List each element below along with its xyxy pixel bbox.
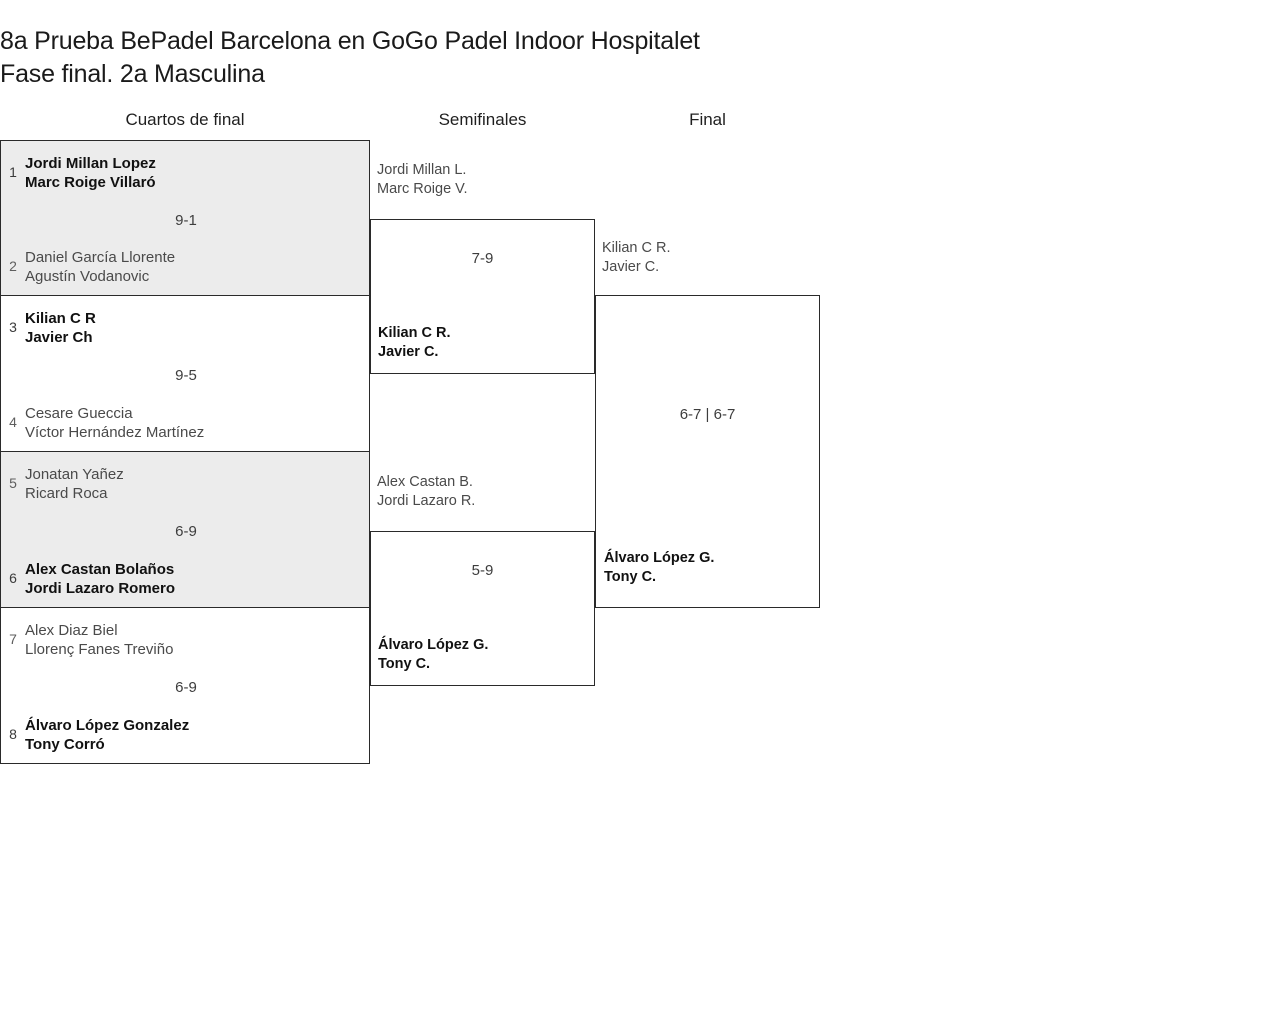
player-name: Jordi Millan L.: [377, 162, 467, 178]
match-score: 5-9: [471, 562, 494, 579]
team-names: Jordi Millan Lopez Marc Roige Villaró: [25, 150, 156, 192]
team-names: Alex Castan Bolaños Jordi Lazaro Romero: [25, 556, 175, 598]
round-header-quarterfinals: Cuartos de final: [125, 110, 245, 129]
seed-number: 3: [9, 319, 17, 335]
player-name: Álvaro López Gonzalez: [25, 717, 190, 734]
player-name: Jordi Millan Lopez: [25, 155, 156, 172]
team-seed-6[interactable]: 6 Alex Castan Bolaños Jordi Lazaro Romer…: [1, 556, 361, 598]
player-name: Tony Corró: [25, 736, 105, 753]
player-name: Kilian C R: [25, 310, 96, 327]
match-score: 6-7 | 6-7: [679, 406, 736, 423]
player-name: Álvaro López G.: [604, 550, 715, 566]
semifinal-1-winner: Kilian C R. Javier C.: [378, 324, 451, 361]
semifinal-1-entrant: Jordi Millan L. Marc Roige V.: [377, 161, 468, 198]
player-name: Javier C.: [602, 258, 660, 275]
player-name: Javier Ch: [25, 329, 93, 346]
page-title: 8a Prueba BePadel Barcelona en GoGo Pade…: [0, 25, 900, 91]
player-name: Daniel García Llorente: [25, 249, 176, 266]
player-name: Alex Diaz Biel: [25, 622, 118, 639]
quarterfinal-match-3[interactable]: 5 Jonatan Yañez Ricard Roca 6-9 6 Alex C…: [0, 452, 370, 608]
final-winner: Álvaro López G. Tony C.: [604, 549, 714, 586]
player-name: Llorenç Fanes Treviño: [25, 641, 174, 658]
seed-number: 4: [9, 414, 17, 430]
team-seed-8[interactable]: 8 Álvaro López Gonzalez Tony Corró: [1, 712, 361, 754]
team-seed-4[interactable]: 4 Cesare Gueccia Víctor Hernández Martín…: [1, 400, 361, 442]
team-names: Kilian C R Javier Ch: [25, 305, 96, 347]
tournament-bracket: 1 Jordi Millan Lopez Marc Roige Villaró …: [0, 140, 820, 764]
seed-number: 5: [9, 475, 17, 491]
match-score: 6-9: [175, 523, 197, 540]
player-name: Tony C.: [378, 655, 431, 672]
semifinal-match-2[interactable]: 5-9 Álvaro López G. Tony C.: [370, 531, 595, 686]
match-score: 9-1: [175, 212, 197, 229]
team-names: Álvaro López Gonzalez Tony Corró: [25, 712, 189, 754]
player-name: Cesare Gueccia: [25, 405, 133, 422]
team-names: Cesare Gueccia Víctor Hernández Martínez: [25, 400, 204, 442]
title-line-1: 8a Prueba BePadel Barcelona en GoGo Pade…: [0, 26, 700, 55]
quarterfinal-match-2[interactable]: 3 Kilian C R Javier Ch 9-5 4 Cesare Guec…: [0, 296, 370, 452]
round-header-final: Final: [689, 110, 726, 129]
player-name: Álvaro López G.: [378, 637, 489, 653]
seed-number: 2: [9, 258, 17, 274]
final-match[interactable]: 6-7 | 6-7 Álvaro López G. Tony C.: [595, 295, 820, 608]
team-seed-2[interactable]: 2 Daniel García Llorente Agustín Vodanov…: [1, 244, 361, 286]
seed-number: 7: [9, 631, 17, 647]
seed-number: 6: [9, 570, 17, 586]
player-name: Jonatan Yañez: [25, 466, 124, 483]
team-names: Alex Diaz Biel Llorenç Fanes Treviño: [25, 617, 173, 659]
player-name: Kilian C R.: [602, 240, 671, 256]
semifinal-2-entrant: Alex Castan B. Jordi Lazaro R.: [377, 473, 475, 510]
player-name: Tony C.: [604, 568, 657, 585]
final-entrant: Kilian C R. Javier C.: [602, 239, 671, 276]
team-names: Daniel García Llorente Agustín Vodanovic: [25, 244, 175, 286]
match-score: 7-9: [471, 250, 494, 267]
player-name: Marc Roige Villaró: [25, 174, 156, 191]
player-name: Jordi Lazaro R.: [377, 492, 476, 509]
player-name: Alex Castan Bolaños: [25, 561, 175, 578]
player-name: Jordi Lazaro Romero: [25, 580, 176, 597]
seed-number: 1: [9, 164, 17, 180]
player-name: Javier C.: [378, 343, 439, 360]
player-name: Marc Roige V.: [377, 180, 468, 197]
title-line-2: Fase final. 2a Masculina: [0, 59, 265, 88]
team-seed-7[interactable]: 7 Alex Diaz Biel Llorenç Fanes Treviño: [1, 617, 361, 659]
match-score: 6-9: [175, 679, 197, 696]
player-name: Agustín Vodanovic: [25, 268, 150, 285]
match-score: 9-5: [175, 367, 197, 384]
player-name: Ricard Roca: [25, 485, 108, 502]
seed-number: 8: [9, 726, 17, 742]
team-seed-3[interactable]: 3 Kilian C R Javier Ch: [1, 305, 361, 347]
team-seed-1[interactable]: 1 Jordi Millan Lopez Marc Roige Villaró: [1, 150, 361, 192]
player-name: Kilian C R.: [378, 325, 451, 341]
team-seed-5[interactable]: 5 Jonatan Yañez Ricard Roca: [1, 461, 361, 503]
quarterfinal-match-4[interactable]: 7 Alex Diaz Biel Llorenç Fanes Treviño 6…: [0, 608, 370, 764]
quarterfinal-match-1[interactable]: 1 Jordi Millan Lopez Marc Roige Villaró …: [0, 140, 370, 296]
semifinal-2-winner: Álvaro López G. Tony C.: [378, 636, 488, 673]
round-header-semifinals: Semifinales: [438, 110, 527, 129]
player-name: Víctor Hernández Martínez: [25, 424, 205, 441]
semifinal-match-1[interactable]: 7-9 Kilian C R. Javier C.: [370, 219, 595, 374]
team-names: Jonatan Yañez Ricard Roca: [25, 461, 124, 503]
player-name: Alex Castan B.: [377, 474, 473, 490]
